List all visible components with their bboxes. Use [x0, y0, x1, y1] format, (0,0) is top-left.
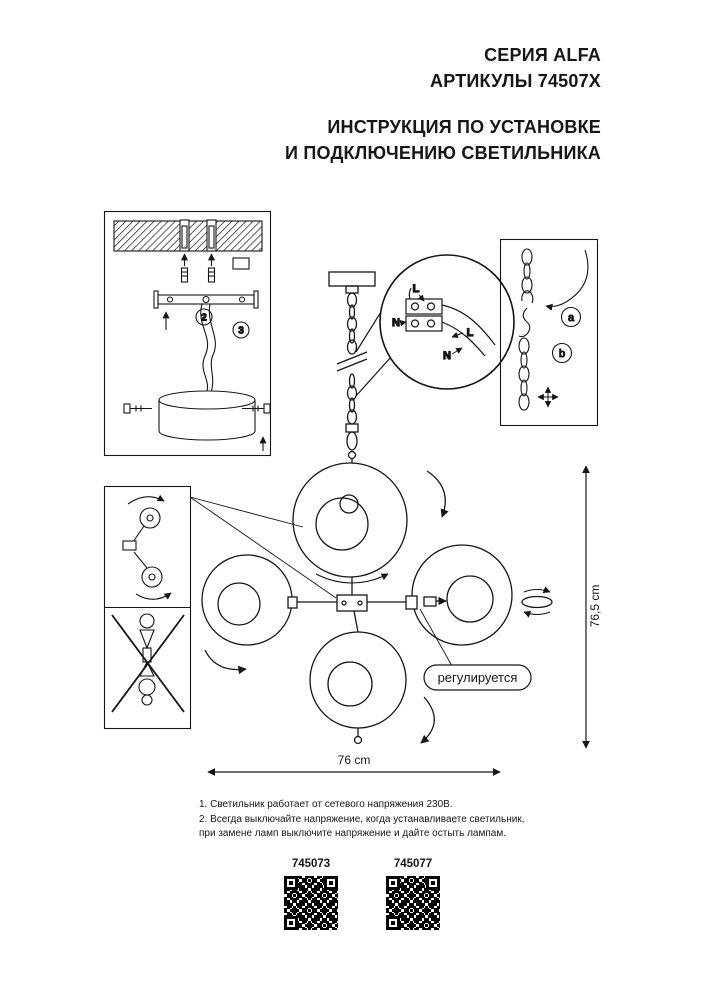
instruction-title-line1: ИНСТРУКЦИЯ ПО УСТАНОВКЕ: [327, 117, 601, 137]
mounting-panel-border: [103, 210, 272, 457]
swivel-joint-lower: [141, 566, 163, 588]
dimensions: 76,5 cm 76 cm: [207, 465, 602, 776]
mounting-detail-panel: 2 3: [103, 210, 272, 457]
length-break-symbol: [336, 351, 368, 365]
qr-code-right: [386, 876, 440, 930]
header: СЕРИЯ ALFA АРТИКУЛЫ 74507X ИНСТРУКЦИЯ ПО…: [285, 42, 601, 166]
series-title: СЕРИЯ ALFA: [484, 45, 601, 65]
mounting-plate-small: [232, 257, 250, 270]
option-b-badge: [551, 342, 573, 364]
qr-finder-icon: [386, 876, 400, 890]
chain-lower: [346, 373, 358, 425]
glass-sphere-top: [292, 462, 408, 578]
width-dimension-label: 76 cm: [338, 753, 371, 767]
qr-finder-icon: [426, 876, 440, 890]
label-wire-l: L: [467, 327, 474, 339]
swivel-detail-panel: [103, 485, 337, 730]
note-line-2: 2. Всегда выключайте напряжение, когда у…: [199, 813, 525, 825]
wire-neutral: [441, 321, 486, 357]
option-a-letter: a: [568, 312, 575, 324]
label-wire-n: N: [443, 350, 451, 362]
label-block-l: L: [413, 283, 420, 295]
step-2-number: 2: [201, 313, 207, 324]
wall-anchor-right: [208, 225, 215, 249]
wall-anchor-left: [181, 225, 188, 249]
callout-bubble: [423, 664, 532, 691]
rotate-arrow-left: [204, 649, 247, 675]
rotate-arrow-bottom: [420, 696, 435, 744]
glass-sphere-right: [411, 544, 513, 646]
chain-upper: [346, 292, 358, 355]
swivel-joint-upper: [139, 507, 161, 529]
hook: [518, 307, 531, 338]
swivel-rotate-arrow-bottom: [135, 592, 172, 600]
leader-to-top-sphere: [189, 496, 304, 528]
step-2-badge: [195, 308, 213, 326]
center-hub: [336, 594, 368, 612]
swivel-rotate-arrow-top: [127, 494, 165, 505]
qr-block-745073: 745073: [281, 858, 341, 930]
canopy-cup: [158, 390, 256, 410]
qr-code-left: [284, 876, 338, 930]
chain-adjust-panel: a b: [499, 238, 599, 427]
callout-leader: [419, 608, 453, 667]
unhook-arrow: [545, 249, 589, 311]
step-3-badge: [232, 321, 250, 339]
wire-live: [441, 304, 496, 346]
socket-detached: [423, 596, 437, 607]
ceiling-plate: [328, 271, 376, 287]
step-3-number: 3: [238, 326, 244, 337]
chain-panel-border: [499, 238, 599, 427]
option-b-letter: b: [559, 348, 565, 360]
diffuser-edge-symbol: [521, 595, 553, 609]
magnifier-circle: [379, 254, 515, 390]
qr-finder-icon: [386, 916, 400, 930]
note-line-3: при замене ламп выключите напряжение и д…: [199, 828, 506, 839]
height-dimension-label: 76,5 cm: [588, 585, 602, 628]
adjustable-callout: регулируется: [419, 608, 532, 691]
label-block-n: N: [392, 317, 400, 329]
callout-label: регулируется: [438, 670, 518, 685]
rotate-arrow-top: [426, 470, 449, 518]
wiring-detail: L N L N: [355, 254, 515, 397]
leader-to-hub: [189, 496, 337, 599]
qr-block-745077: 745077: [383, 858, 443, 930]
qr-label-left: 745073: [291, 858, 331, 870]
glass-sphere-bottom: [309, 631, 407, 729]
articles-title: АРТИКУЛЫ 74507X: [430, 71, 601, 91]
note-line-1: 1. Светильник работает от сетевого напря…: [199, 799, 453, 810]
glass-sphere-left: [201, 554, 293, 646]
open-chain-link: [521, 290, 534, 304]
qr-label-right: 745077: [393, 858, 433, 870]
safety-notes: 1. Светильник работает от сетевого напря…: [199, 798, 539, 842]
qr-finder-icon: [284, 876, 298, 890]
instruction-title-line2: И ПОДКЛЮЧЕНИЮ СВЕТИЛЬНИКА: [285, 143, 601, 163]
qr-finder-icon: [284, 916, 298, 930]
chandelier-drawing: [201, 271, 553, 745]
supply-wires: [200, 303, 209, 395]
cross-out-line-2: [111, 614, 185, 713]
qr-finder-icon: [324, 876, 338, 890]
rotate-arrow-stem: [315, 573, 389, 584]
option-a-badge: [560, 306, 582, 328]
